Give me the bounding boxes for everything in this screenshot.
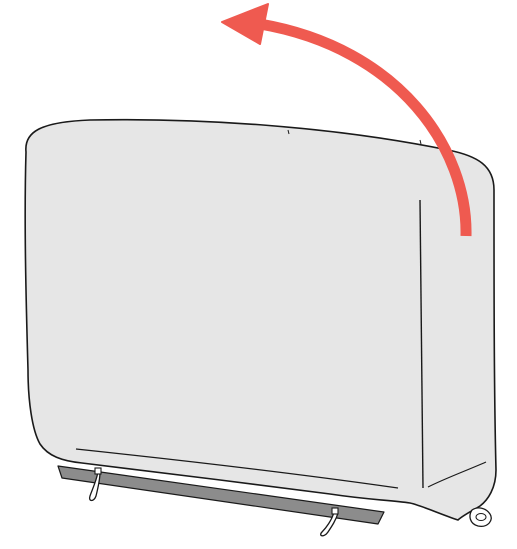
zipper-pull-icon xyxy=(320,507,339,537)
lift-arrow-icon xyxy=(221,3,472,237)
cover-corner-crease xyxy=(427,461,487,488)
cover-side-fold xyxy=(419,199,424,489)
cover-top-seam xyxy=(287,129,422,145)
zipper-pull-icon xyxy=(88,467,102,502)
base-strip xyxy=(57,465,385,525)
device-cover xyxy=(24,118,497,521)
cover-hem-line xyxy=(75,448,399,489)
loop-tab-icon xyxy=(469,507,492,527)
